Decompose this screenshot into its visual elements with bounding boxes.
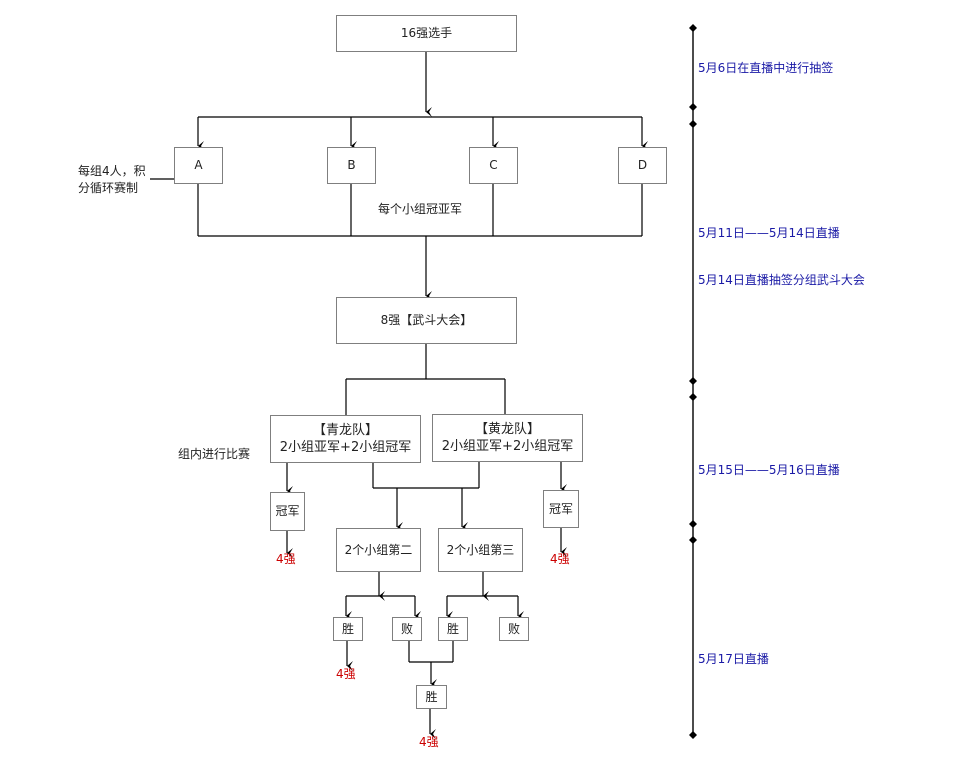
timeline-label: 5月15日——5月16日直播 bbox=[698, 463, 840, 477]
timeline-label: 5月17日直播 bbox=[698, 652, 769, 666]
champion-node-right: 冠军 bbox=[543, 490, 579, 528]
group-node-b: B bbox=[327, 147, 376, 184]
team-desc: 2小组亚军+2小组冠军 bbox=[441, 439, 574, 454]
timeline-label: 5月14日直播抽签分组武斗大会 bbox=[698, 273, 865, 287]
timeline-marker bbox=[689, 103, 697, 111]
team-desc: 2小组亚军+2小组冠军 bbox=[279, 440, 412, 455]
team-title: 【青龙队】 bbox=[312, 423, 378, 438]
team-title: 【黄龙队】 bbox=[474, 422, 540, 437]
top4-label: 4强 bbox=[419, 735, 439, 749]
start-node: 16强选手 bbox=[336, 15, 517, 52]
timeline-label: 5月11日——5月14日直播 bbox=[698, 226, 840, 240]
timeline-marker bbox=[689, 24, 697, 32]
lose-node: 败 bbox=[392, 617, 422, 641]
timeline-marker bbox=[689, 520, 697, 528]
timeline-label: 5月6日在直播中进行抽签 bbox=[698, 61, 834, 75]
group-node-a: A bbox=[174, 147, 223, 184]
group-note: 每组4人，积 分循环赛制 bbox=[78, 163, 146, 197]
group-note-line-1: 每组4人，积 bbox=[78, 164, 146, 178]
top4-label: 4强 bbox=[336, 667, 356, 681]
top4-label: 4强 bbox=[550, 552, 570, 566]
group-node-c: C bbox=[469, 147, 518, 184]
win-node: 胜 bbox=[438, 617, 468, 641]
team-qinglong-node: 【青龙队】 2小组亚军+2小组冠军 bbox=[270, 415, 421, 463]
group-node-d: D bbox=[618, 147, 667, 184]
second-place-node: 2个小组第二 bbox=[336, 528, 421, 572]
team-note: 组内进行比赛 bbox=[178, 447, 251, 461]
champion-node-left: 冠军 bbox=[270, 492, 305, 531]
timeline-marker bbox=[689, 731, 697, 739]
timeline-marker bbox=[689, 536, 697, 544]
win-node: 胜 bbox=[333, 617, 363, 641]
timeline-marker bbox=[689, 120, 697, 128]
final-win-node: 胜 bbox=[416, 685, 447, 709]
team-huanglong-node: 【黄龙队】 2小组亚军+2小组冠军 bbox=[432, 414, 583, 462]
group-note-line-2: 分循环赛制 bbox=[78, 181, 139, 195]
lose-node: 败 bbox=[499, 617, 529, 641]
third-place-node: 2个小组第三 bbox=[438, 528, 523, 572]
group-result-label: 每个小组冠亚军 bbox=[378, 202, 463, 216]
timeline-marker bbox=[689, 393, 697, 401]
top4-label: 4强 bbox=[276, 552, 296, 566]
timeline-marker bbox=[689, 377, 697, 385]
top8-node: 8强【武斗大会】 bbox=[336, 297, 517, 344]
